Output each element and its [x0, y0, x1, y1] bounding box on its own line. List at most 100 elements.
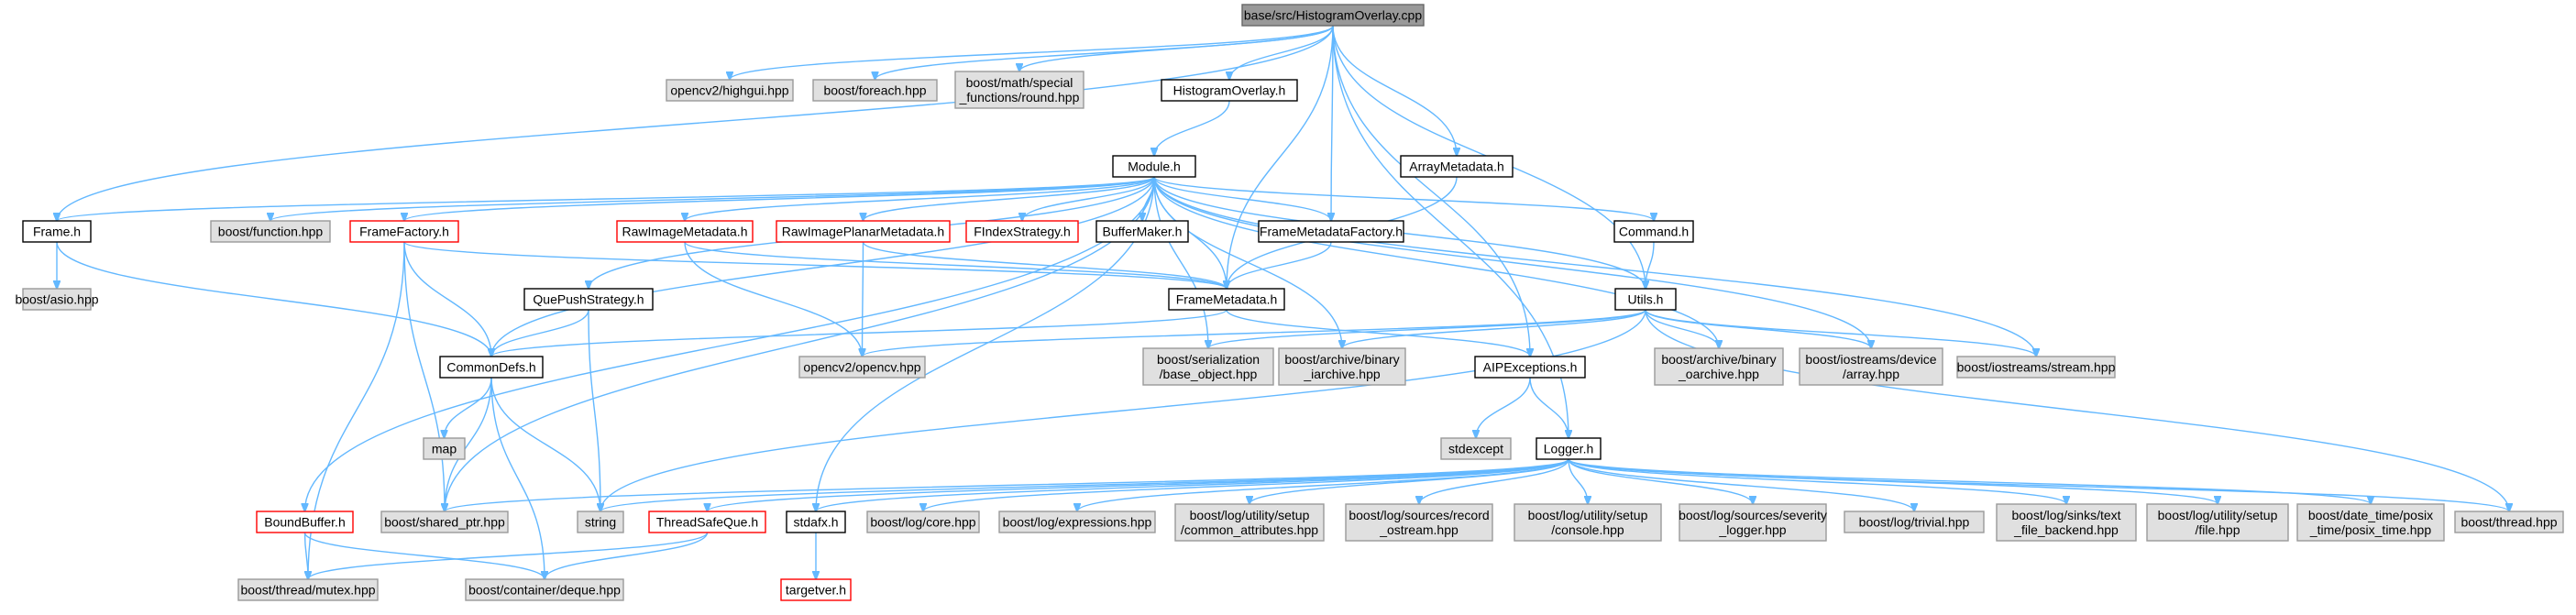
edge-logger-to-stdafx — [816, 458, 1569, 511]
node-label-commonattr: boost/log/utility/setup — [1190, 508, 1310, 522]
edge-logger-to-console — [1568, 458, 1588, 504]
node-arraymetadata[interactable]: ArrayMetadata.h — [1400, 155, 1514, 178]
node-posixtime: boost/date_time/posix_time/posix_time.hp… — [2296, 503, 2445, 542]
edge-module-to-devicearray — [1153, 176, 1871, 348]
node-label-setupfile: boost/log/utility/setup — [2158, 508, 2278, 522]
edge-quepush-to-string — [588, 309, 600, 511]
node-label-textfile: _file_backend.hpp — [2013, 522, 2119, 537]
edge-logger-to-severity — [1568, 458, 1753, 504]
node-label-histoverlay_h: HistogramOverlay.h — [1173, 83, 1286, 98]
edge-module-to-framemetadatafactory — [1153, 176, 1331, 221]
node-label-recordostream: _ostream.hpp — [1379, 522, 1459, 537]
node-module[interactable]: Module.h — [1112, 155, 1196, 178]
node-commondefs[interactable]: CommonDefs.h — [439, 356, 544, 379]
node-label-map: map — [432, 442, 457, 456]
node-boundbuffer[interactable]: BoundBuffer.h — [256, 511, 354, 533]
node-rawplanar[interactable]: RawImagePlanarMetadata.h — [776, 220, 951, 243]
node-label-oarchive: _oarchive.hpp — [1678, 367, 1759, 381]
edge-module-to-commondefs — [491, 176, 1155, 357]
edge-root-to-framemetadatafactory — [1331, 25, 1333, 221]
node-findex[interactable]: FIndexStrategy.h — [965, 220, 1079, 243]
node-label-command: Command.h — [1619, 225, 1689, 239]
node-trivial: boost/log/trivial.hpp — [1844, 511, 1985, 533]
node-console: boost/log/utility/setup/console.hpp — [1514, 503, 1662, 542]
node-apiexceptions[interactable]: AIPExceptions.h — [1474, 356, 1586, 379]
node-label-highgui: opencv2/highgui.hpp — [670, 83, 788, 98]
node-utils[interactable]: Utils.h — [1614, 288, 1677, 311]
node-label-posixtime: _time/posix_time.hpp — [2309, 522, 2432, 537]
node-label-posixtime: boost/date_time/posix — [2308, 508, 2433, 522]
node-stdafx[interactable]: stdafx.h — [786, 511, 846, 533]
edge-histoverlay_h-to-module — [1154, 100, 1230, 156]
node-label-round: _functions/round.hpp — [959, 90, 1080, 104]
node-label-textfile: boost/log/sinks/text — [2011, 508, 2120, 522]
node-mutex: boost/thread/mutex.hpp — [237, 578, 379, 601]
edge-logger-to-thread — [1568, 458, 2509, 511]
node-label-console: boost/log/utility/setup — [1528, 508, 1648, 522]
edge-module-to-rawplanar — [864, 176, 1155, 221]
node-label-serialization: boost/serialization — [1157, 352, 1260, 367]
node-targetver[interactable]: targetver.h — [780, 578, 852, 601]
node-label-trivial: boost/log/trivial.hpp — [1859, 515, 1970, 530]
edge-module-to-serialization — [1153, 176, 1208, 348]
edge-logger-to-posixtime — [1568, 458, 2371, 504]
edge-utils-to-string — [600, 309, 1646, 511]
node-logcore: boost/log/core.hpp — [866, 511, 980, 533]
node-frame[interactable]: Frame.h — [22, 220, 92, 243]
node-root[interactable]: base/src/HistogramOverlay.cpp — [1241, 4, 1425, 27]
node-histoverlay_h[interactable]: HistogramOverlay.h — [1161, 79, 1298, 102]
node-label-asio: boost/asio.hpp — [15, 292, 98, 307]
node-framefactory[interactable]: FrameFactory.h — [349, 220, 459, 243]
node-label-threadsafeque: ThreadSafeQue.h — [656, 515, 758, 530]
node-label-round: boost/math/special — [966, 75, 1073, 90]
edge-logger-to-trivial — [1568, 458, 1914, 511]
node-stdexcept: stdexcept — [1440, 437, 1512, 460]
edge-framefactory-to-framemetadata — [403, 241, 1227, 289]
node-label-logexpr: boost/log/expressions.hpp — [1003, 515, 1152, 530]
node-buffermaker[interactable]: BufferMaker.h — [1095, 220, 1189, 243]
node-threadsafeque[interactable]: ThreadSafeQue.h — [648, 511, 766, 533]
node-label-severity: boost/log/sources/severity — [1679, 508, 1827, 522]
node-asio: boost/asio.hpp — [15, 288, 99, 311]
edge-threadsafeque-to-deque — [545, 532, 709, 579]
node-label-framefactory: FrameFactory.h — [359, 225, 449, 239]
node-rawimagemetadata[interactable]: RawImageMetadata.h — [616, 220, 754, 243]
node-framemetadatafactory[interactable]: FrameMetadataFactory.h — [1258, 220, 1404, 243]
node-label-boundbuffer: BoundBuffer.h — [264, 515, 345, 530]
edge-commondefs-to-sharedptr — [445, 377, 492, 511]
node-command[interactable]: Command.h — [1613, 220, 1694, 243]
node-highgui: opencv2/highgui.hpp — [666, 79, 794, 102]
node-label-commonattr: /common_attributes.hpp — [1181, 522, 1318, 537]
node-label-mutex: boost/thread/mutex.hpp — [240, 583, 375, 598]
node-label-module: Module.h — [1128, 159, 1181, 174]
node-label-severity: _logger.hpp — [1718, 522, 1786, 537]
node-label-deque: boost/container/deque.hpp — [468, 583, 621, 598]
edge-rawplanar-to-opencv — [863, 241, 864, 357]
edge-framemetadata-to-apiexceptions — [1226, 309, 1530, 357]
edge-logger-to-logcore — [923, 458, 1569, 511]
edge-framefactory-to-commondefs — [403, 241, 491, 357]
node-recordostream: boost/log/sources/record_ostream.hpp — [1345, 503, 1493, 542]
node-logger[interactable]: Logger.h — [1536, 437, 1602, 460]
node-logexpr: boost/log/expressions.hpp — [998, 511, 1156, 533]
node-framemetadata[interactable]: FrameMetadata.h — [1168, 288, 1285, 311]
node-thread: boost/thread.hpp — [2454, 511, 2564, 533]
node-label-function: boost/function.hpp — [218, 225, 324, 239]
node-label-oarchive: boost/archive/binary — [1661, 352, 1776, 367]
node-label-buffermaker: BufferMaker.h — [1103, 225, 1183, 239]
node-quepush[interactable]: QuePushStrategy.h — [523, 288, 654, 311]
node-label-logcore: boost/log/core.hpp — [870, 515, 975, 530]
node-label-iarchive: _iarchive.hpp — [1303, 367, 1380, 381]
edge-apiexceptions-to-stdexcept — [1476, 377, 1531, 438]
node-label-thread: boost/thread.hpp — [2460, 515, 2557, 530]
edge-framefactory-to-sharedptr — [403, 241, 445, 511]
node-label-apiexceptions: AIPExceptions.h — [1483, 360, 1578, 375]
edge-module-to-framefactory — [404, 176, 1155, 221]
node-setupfile: boost/log/utility/setup/file.hpp — [2146, 503, 2289, 542]
node-label-quepush: QuePushStrategy.h — [533, 292, 644, 307]
node-label-sharedptr: boost/shared_ptr.hpp — [384, 515, 505, 530]
edge-root-to-framemetadata — [1227, 25, 1334, 289]
node-serialization: boost/serialization/base_object.hpp — [1142, 347, 1274, 386]
edge-module-to-stream — [1153, 176, 2036, 357]
